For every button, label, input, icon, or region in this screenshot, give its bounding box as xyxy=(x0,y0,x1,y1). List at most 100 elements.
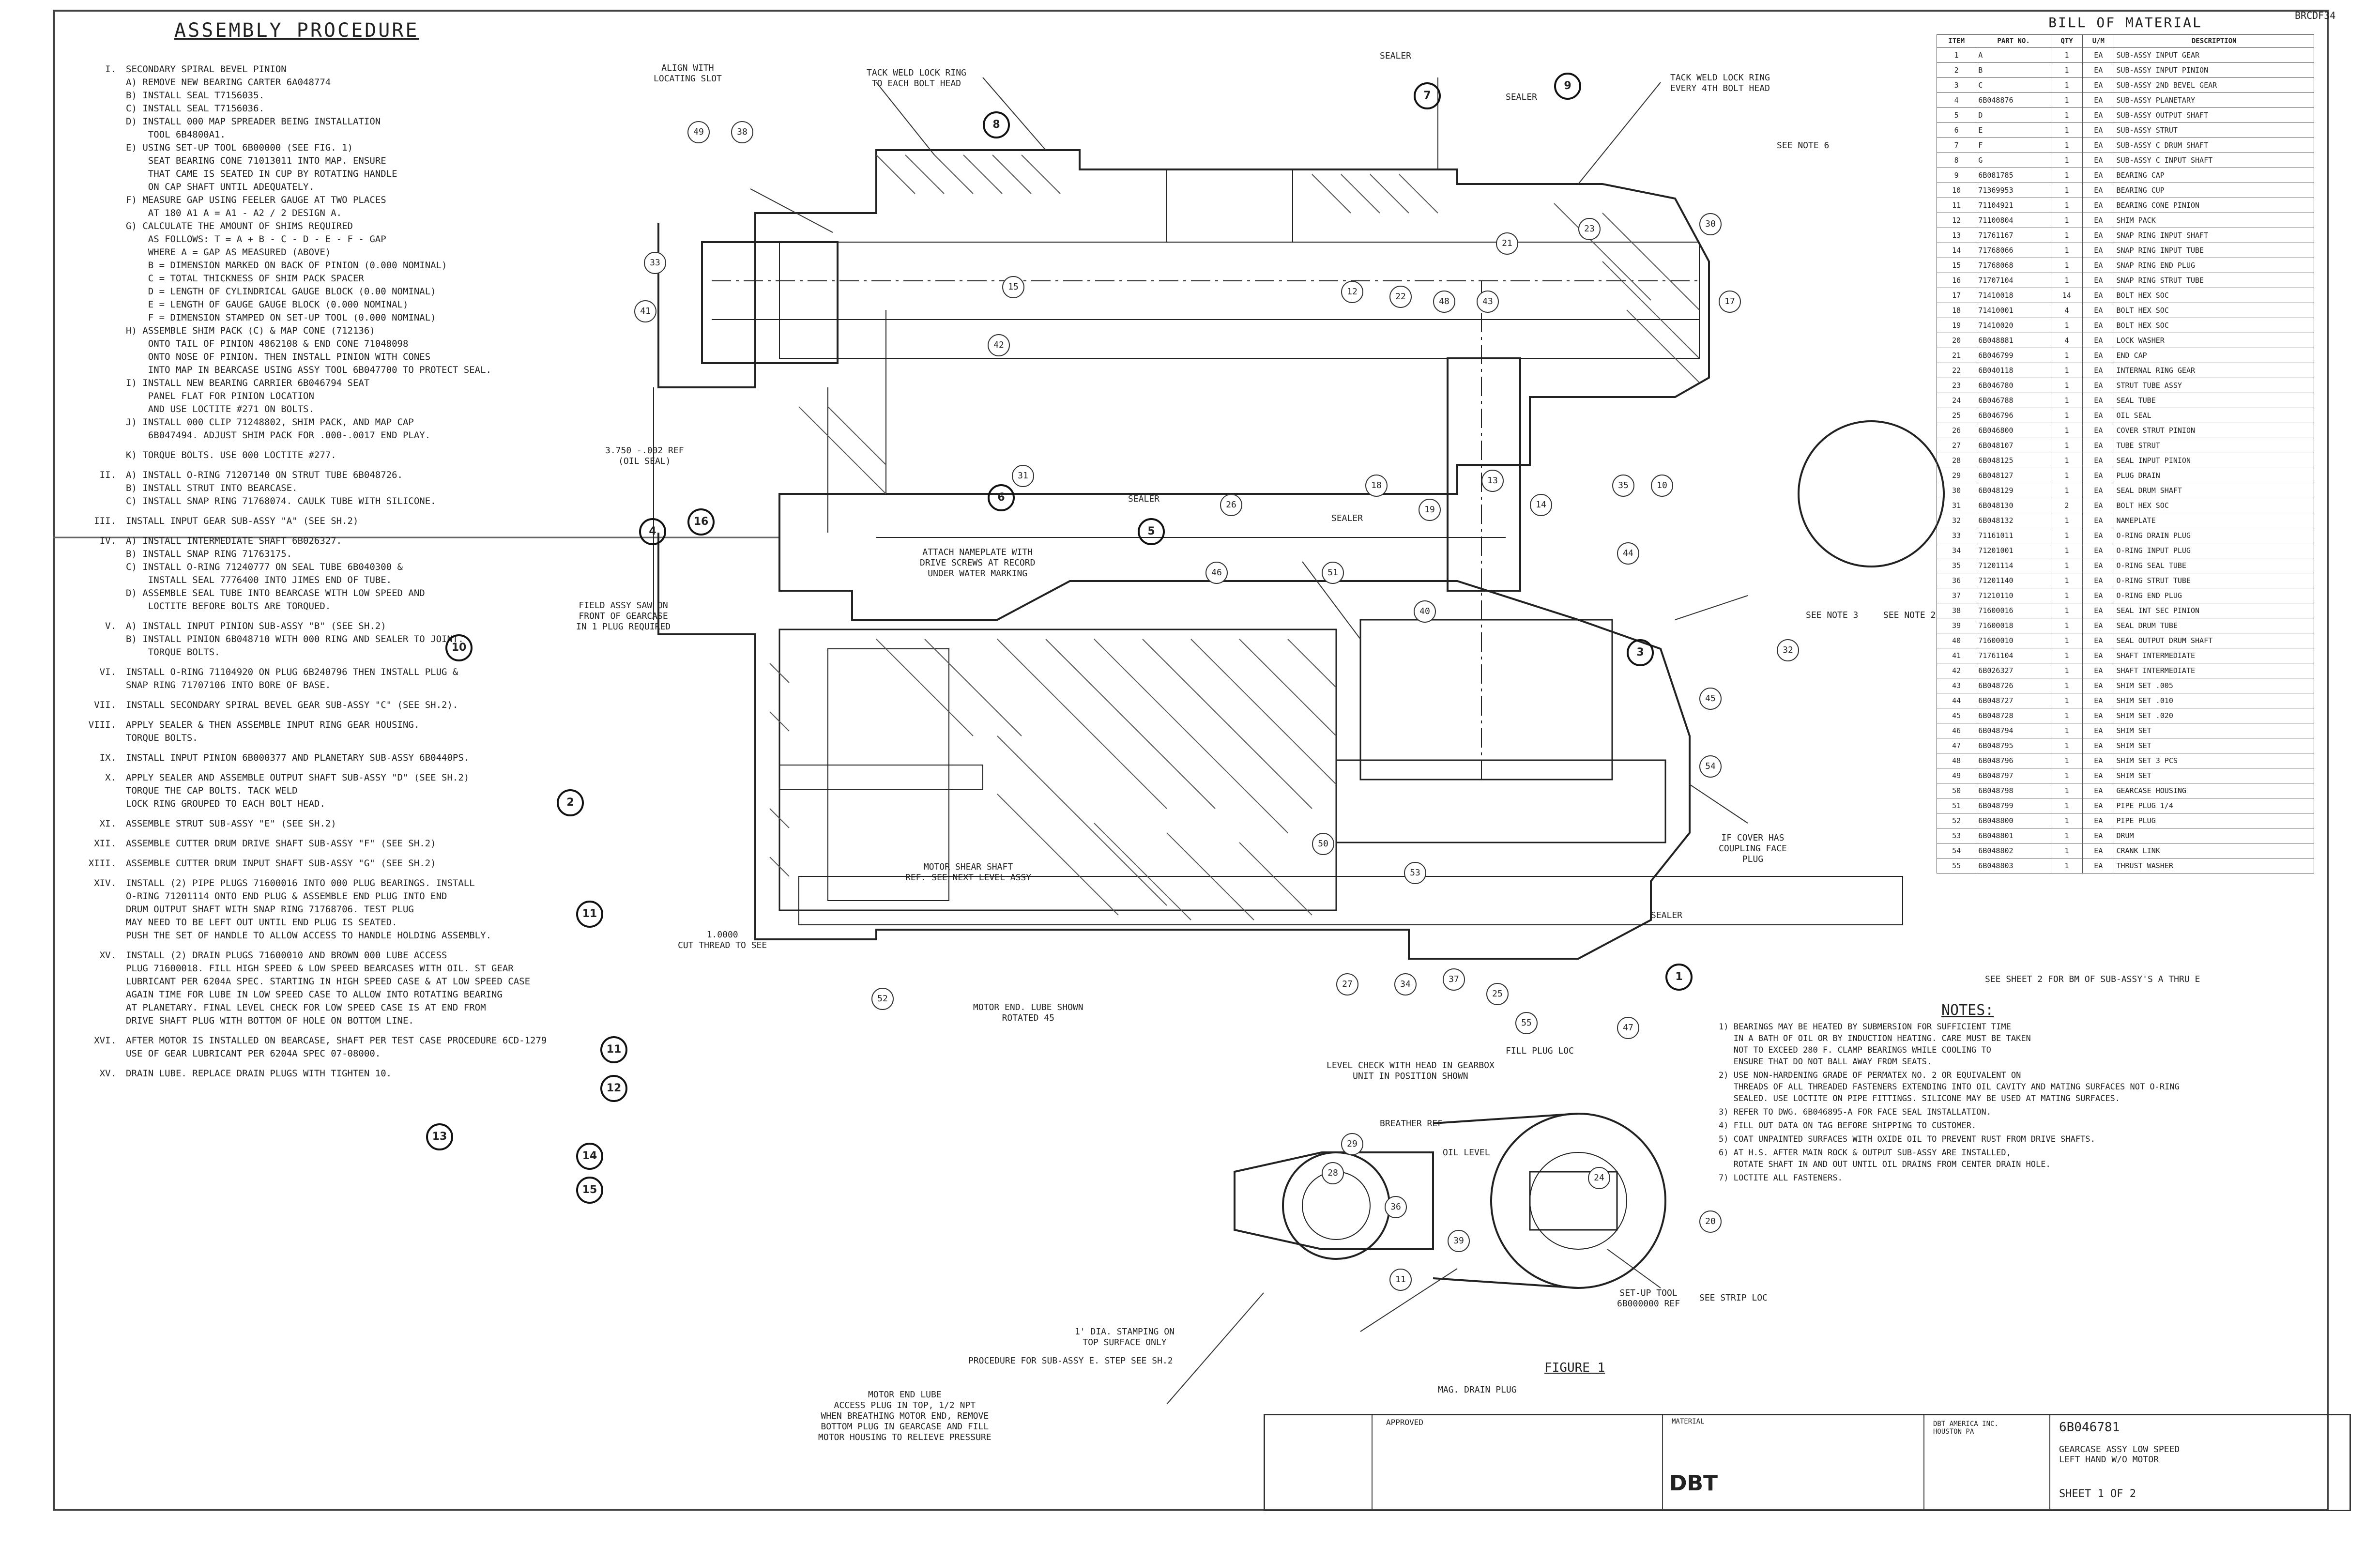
bom-cell: EA xyxy=(2082,303,2115,318)
bom-cell: EA xyxy=(2082,858,2115,873)
bom-cell: EA xyxy=(2082,438,2115,453)
step-balloon: 11 xyxy=(576,901,603,928)
bom-cell: BOLT HEX SOC xyxy=(2114,498,2314,513)
item-callout: 44 xyxy=(1617,542,1639,565)
label-see-note-2: SEE NOTE 2 xyxy=(1883,610,1936,620)
note-item: 3) REFER TO DWG. 6B046895-A FOR FACE SEA… xyxy=(1719,1107,1991,1117)
bom-cell: EA xyxy=(2082,468,2115,483)
bom-cell: 6B048794 xyxy=(1976,723,2051,738)
bom-cell: SUB-ASSY C DRUM SHAFT xyxy=(2114,138,2314,153)
bom-cell: SUB-ASSY 2ND BEVEL GEAR xyxy=(2114,77,2314,93)
bom-cell: EA xyxy=(2082,228,2115,243)
bom-cell: 71104921 xyxy=(1976,198,2051,213)
bom-cell: EA xyxy=(2082,783,2115,798)
bom-cell: O-RING DRAIN PLUG xyxy=(2114,528,2314,543)
procedure-step: K) TORQUE BOLTS. USE 000 LOCTITE #277. xyxy=(63,449,654,462)
item-callout: 39 xyxy=(1448,1230,1470,1252)
bom-cell: 71600018 xyxy=(1976,618,2051,633)
bom-cell: 55 xyxy=(1936,858,1977,873)
bom-cell: 25 xyxy=(1936,408,1977,423)
bom-cell: EA xyxy=(2082,47,2115,63)
bom-cell: 1 xyxy=(2050,588,2083,603)
step-balloon: 6 xyxy=(988,484,1015,511)
bom-cell: TUBE STRUT xyxy=(2114,438,2314,453)
bom-cell: EA xyxy=(2082,528,2115,543)
note-item: 1) BEARINGS MAY BE HEATED BY SUBMERSION … xyxy=(1719,1022,2031,1067)
item-callout: 45 xyxy=(1699,688,1722,710)
item-callout: 10 xyxy=(1651,475,1673,497)
bom-cell: 1 xyxy=(2050,228,2083,243)
detail-view-geometry xyxy=(1234,1113,1666,1289)
bom-cell: 15 xyxy=(1936,258,1977,273)
item-callout: 21 xyxy=(1496,232,1518,255)
bom-cell: EA xyxy=(2082,543,2115,558)
procedure-step-number: V. xyxy=(105,621,116,631)
bom-cell: 33 xyxy=(1936,528,1977,543)
bom-cell: 1 xyxy=(2050,198,2083,213)
bom-cell: EA xyxy=(2082,813,2115,828)
bom-column-header: ITEM xyxy=(1936,34,1977,48)
bom-cell: 71161011 xyxy=(1976,528,2051,543)
bom-cell: A xyxy=(1976,47,2051,63)
bom-cell: 71410020 xyxy=(1976,318,2051,333)
item-callout: 35 xyxy=(1612,475,1634,497)
bom-cell: 6B048799 xyxy=(1976,798,2051,813)
bom-cell: E xyxy=(1976,123,2051,138)
bom-cell: 71201001 xyxy=(1976,543,2051,558)
procedure-step-number: XIII. xyxy=(88,858,116,869)
label-cover-note: IF COVER HAS COUPLING FACE PLUG xyxy=(1719,833,1787,864)
procedure-step-text: INSTALL SECONDARY SPIRAL BEVEL GEAR SUB-… xyxy=(126,700,458,710)
procedure-step-text: AFTER MOTOR IS INSTALLED ON BEARCASE, SH… xyxy=(126,1035,547,1059)
bom-column-header: U/M xyxy=(2082,34,2115,48)
step-balloon: 12 xyxy=(600,1075,627,1102)
bom-cell: EA xyxy=(2082,393,2115,408)
label-procedure-sub-e: PROCEDURE FOR SUB-ASSY E. STEP SEE SH.2 xyxy=(968,1356,1173,1366)
bom-cell: EA xyxy=(2082,798,2115,813)
bom-cell: SEAL DRUM TUBE xyxy=(2114,618,2314,633)
bom-cell: EA xyxy=(2082,453,2115,468)
procedure-step-number: XVI. xyxy=(94,1035,116,1046)
bom-cell: 1 xyxy=(2050,858,2083,873)
bom-cell: 71768066 xyxy=(1976,243,2051,258)
bom-cell: 1 xyxy=(2050,738,2083,753)
label-cut-thread: 1.0000 CUT THREAD TO SEE xyxy=(678,930,767,950)
bom-cell: 29 xyxy=(1936,468,1977,483)
step-balloon: 10 xyxy=(445,634,473,661)
procedure-step-number: VI. xyxy=(99,667,116,677)
bom-cell: EA xyxy=(2082,318,2115,333)
bom-cell: O-RING SEAL TUBE xyxy=(2114,558,2314,573)
bom-cell: THRUST WASHER xyxy=(2114,858,2314,873)
bom-cell: 19 xyxy=(1936,318,1977,333)
step-balloon: 4 xyxy=(639,518,666,545)
bom-cell: O-RING INPUT PLUG xyxy=(2114,543,2314,558)
bom-cell: 71100804 xyxy=(1976,213,2051,228)
label-level-check: LEVEL CHECK WITH HEAD IN GEARBOX UNIT IN… xyxy=(1327,1060,1495,1081)
procedure-step-number: XV. xyxy=(99,950,116,961)
note-item: 6) AT H.S. AFTER MAIN ROCK & OUTPUT SUB-… xyxy=(1719,1148,2051,1169)
bom-cell: 6B048127 xyxy=(1976,468,2051,483)
bom-cell: EA xyxy=(2082,498,2115,513)
item-callout: 46 xyxy=(1205,562,1228,584)
label-tack-weld-lock-ring: TACK WELD LOCK RING TO EACH BOLT HEAD xyxy=(867,68,966,89)
procedure-step-number: XII. xyxy=(94,838,116,849)
label-mag-drain: MAG. DRAIN PLUG xyxy=(1438,1385,1517,1395)
step-balloon: 5 xyxy=(1138,518,1165,545)
bom-cell: EA xyxy=(2082,513,2115,528)
bom-cell: 6B048107 xyxy=(1976,438,2051,453)
bom-cell: SUB-ASSY INPUT PINION xyxy=(2114,62,2314,78)
procedure-step-text: ASSEMBLE CUTTER DRUM INPUT SHAFT SUB-ASS… xyxy=(126,858,436,869)
bom-cell: 1 xyxy=(2050,753,2083,768)
bom-cell: 1 xyxy=(2050,273,2083,288)
procedure-step: I.SECONDARY SPIRAL BEVEL PINION A) REMOV… xyxy=(63,63,654,442)
